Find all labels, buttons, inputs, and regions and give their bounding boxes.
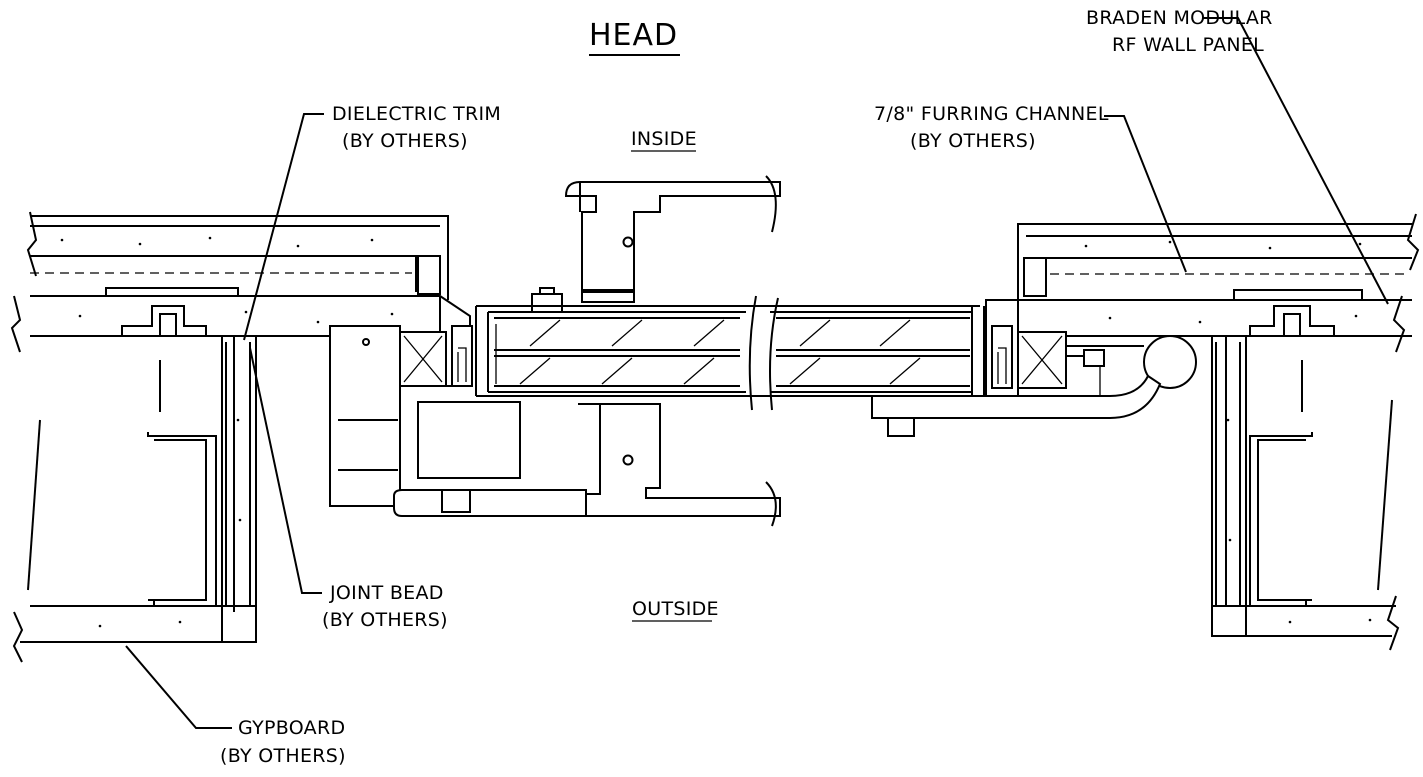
left-stud-wall <box>12 335 257 663</box>
dielectric-trim-leader <box>243 113 324 341</box>
furring-channel-leader <box>1104 115 1187 273</box>
dielectric-trim-label-line1: DIELECTRIC TRIM <box>332 103 501 125</box>
braden-panel-label-line2: RF WALL PANEL <box>1112 34 1264 56</box>
joint-bead-label-line1: JOINT BEAD <box>329 582 444 604</box>
gypboard-label-line2: (BY OTHERS) <box>220 745 346 767</box>
joint-bead-label-line2: (BY OTHERS) <box>322 609 448 631</box>
outside-label: OUTSIDE <box>632 598 719 620</box>
inside-label: INSIDE <box>631 128 697 150</box>
concrete-stipple <box>60 236 1372 628</box>
braden-panel-label-line1: BRADEN MODULAR <box>1086 7 1273 29</box>
window-glazing-assembly <box>393 175 985 527</box>
drawing-title: HEAD <box>589 18 678 53</box>
dielectric-trim-label-line2: (BY OTHERS) <box>342 130 468 152</box>
joint-bead-leader <box>249 347 322 594</box>
left-frame <box>329 255 473 507</box>
gypboard-leader <box>125 645 232 729</box>
furring-channel-label-line1: 7/8" FURRING CHANNEL <box>874 103 1109 125</box>
right-stud-wall <box>1211 335 1400 651</box>
gypboard-label-line1: GYPBOARD <box>238 717 345 739</box>
furring-channel-label-line2: (BY OTHERS) <box>910 130 1036 152</box>
braden-panel-leader <box>1202 17 1389 305</box>
right-wall-panel <box>871 213 1420 437</box>
